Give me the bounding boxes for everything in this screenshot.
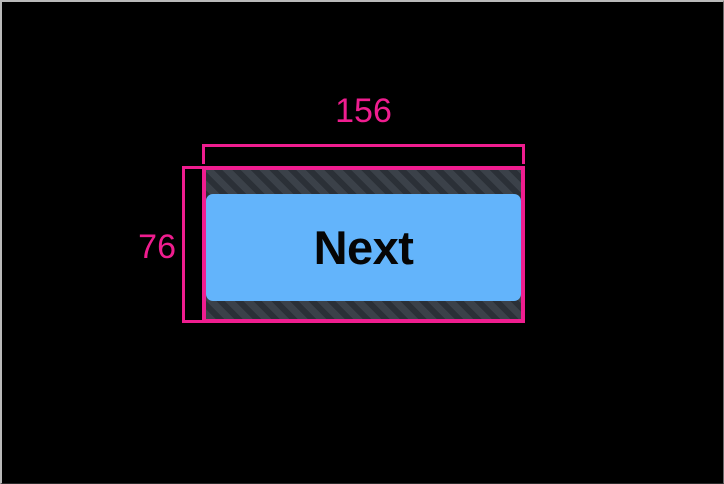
next-button-label: Next <box>313 221 414 274</box>
next-button[interactable]: Next <box>206 194 521 301</box>
element-slot-hatch: Next <box>206 170 521 319</box>
width-dimension-label: 156 <box>335 92 392 130</box>
width-dimension-bracket <box>202 144 525 164</box>
element-highlight-box: Next <box>202 166 525 323</box>
height-dimension-bracket <box>182 166 202 323</box>
height-dimension-label: 76 <box>138 228 176 266</box>
